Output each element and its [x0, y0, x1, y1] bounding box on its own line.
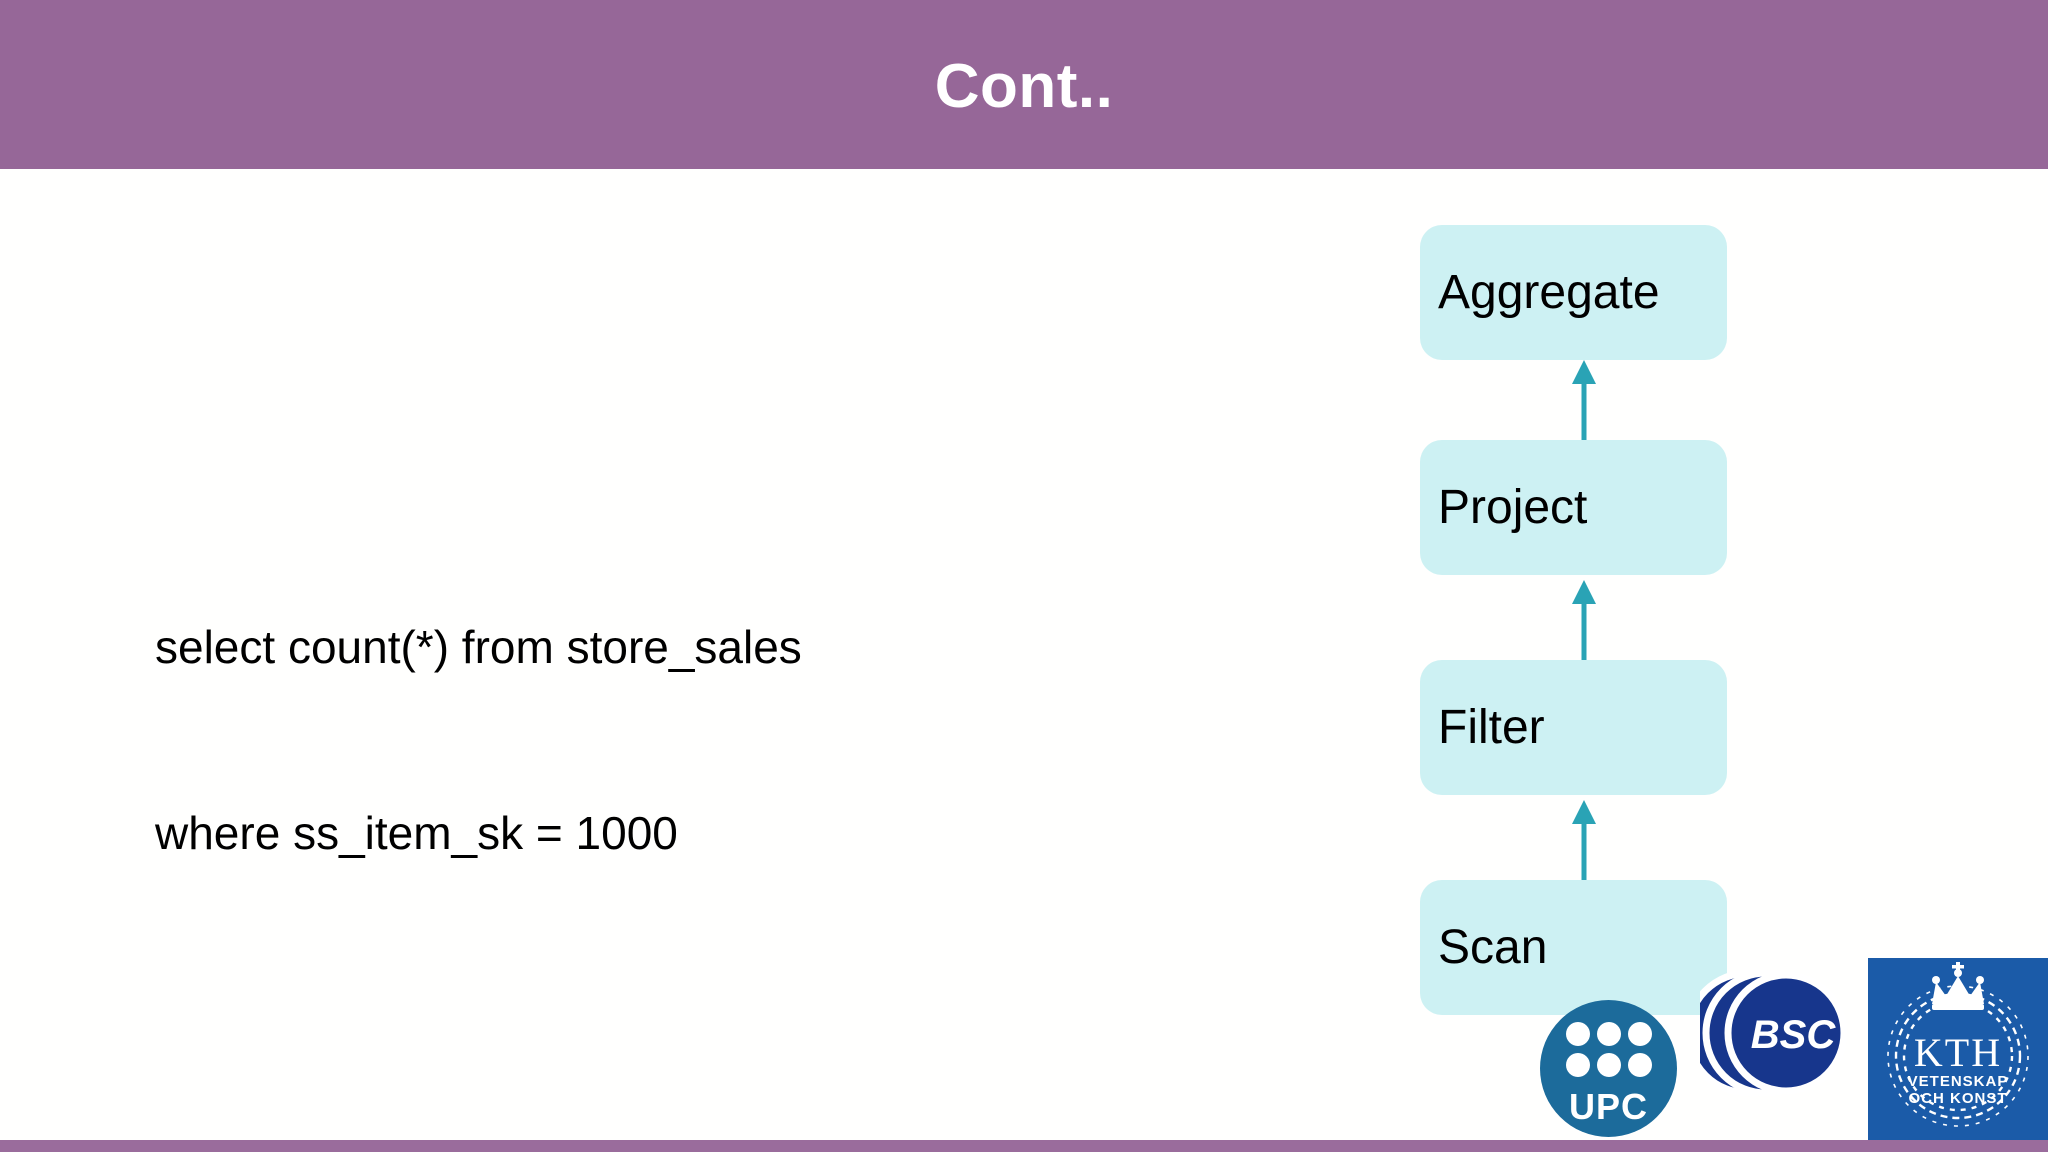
- kth-motto-line-1: VETENSKAP: [1908, 1073, 2009, 1090]
- kth-logo: KTH VETENSKAP OCH KONST: [1868, 958, 2048, 1140]
- slide-header-bar: [0, 0, 2048, 169]
- upc-dot: [1597, 1053, 1621, 1077]
- plan-node-label: Scan: [1438, 920, 1548, 974]
- upc-dot-grid-icon: [1566, 1022, 1652, 1077]
- kth-logo-text: KTH: [1914, 1030, 2002, 1075]
- sql-line-1: select count(*) from store_sales: [155, 621, 802, 673]
- plan-node-filter: Filter: [1420, 660, 1727, 795]
- upc-dot: [1597, 1022, 1621, 1046]
- plan-node-aggregate: Aggregate: [1420, 225, 1727, 360]
- plan-node-label: Project: [1438, 480, 1588, 534]
- kth-crown-icon: [1932, 962, 1984, 1010]
- plan-arrow-filter-to-project: [1569, 578, 1599, 664]
- upc-dot: [1566, 1053, 1590, 1077]
- query-plan-diagram: Aggregate Project Filter: [1420, 220, 1740, 1020]
- slide-footer-bar: [0, 1140, 2048, 1152]
- plan-node-scan: Scan: [1420, 880, 1727, 1015]
- upc-dot: [1628, 1053, 1652, 1077]
- bsc-concentric-rings-icon: [1700, 969, 1848, 1097]
- sql-line-2: where ss_item_sk = 1000: [155, 807, 678, 859]
- plan-arrow-scan-to-filter: [1569, 798, 1599, 884]
- upc-dot: [1628, 1022, 1652, 1046]
- kth-motto-line-2: OCH KONST: [1909, 1090, 2008, 1107]
- bsc-logo: BSC: [1700, 958, 1865, 1108]
- upc-logo-text: UPC: [1568, 1086, 1648, 1127]
- sql-query-text: select count(*) from store_sales where s…: [155, 492, 802, 988]
- plan-arrow-project-to-aggregate: [1569, 358, 1599, 444]
- upc-dot: [1566, 1022, 1590, 1046]
- upc-logo: UPC: [1540, 1000, 1677, 1137]
- plan-node-label: Filter: [1438, 700, 1545, 754]
- page-title: Cont..: [934, 52, 1114, 121]
- plan-node-label: Aggregate: [1438, 265, 1660, 319]
- bsc-logo-text: BSC: [1751, 1013, 1837, 1057]
- plan-node-project: Project: [1420, 440, 1727, 575]
